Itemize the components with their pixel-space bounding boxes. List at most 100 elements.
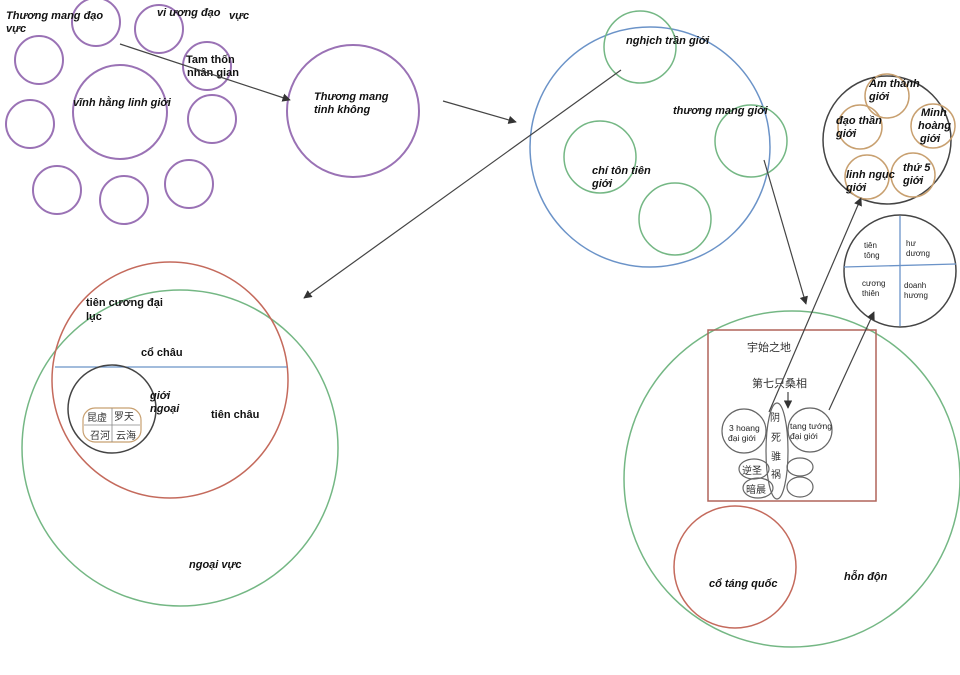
label-thuong-mang-gioi: thương mang giới bbox=[673, 105, 769, 117]
linh-nguc-gioi-circle bbox=[844, 154, 890, 200]
label-zhui: 骓 bbox=[771, 451, 781, 463]
nghich-tran-gioi-circle bbox=[603, 10, 677, 84]
label-co-chau: cổ châu bbox=[141, 347, 183, 359]
label-cuong-thien: thiên bbox=[862, 289, 879, 298]
label-an-chen: 暗晨 bbox=[746, 483, 766, 496]
label-gioi-ngoai: ngoại bbox=[150, 403, 180, 415]
label-minh-hoang-gioi: hoàng bbox=[918, 120, 951, 132]
realm-circle bbox=[99, 175, 149, 225]
thu-5-gioi-circle bbox=[890, 152, 936, 198]
label-doanh-huong: hương bbox=[904, 291, 928, 300]
arrow-dao-vuc-to-tinh-khong bbox=[119, 43, 291, 102]
ngoai-vuc-region: 昆虚 罗天 召河 云海 tiên cương đại lục cổ châu g… bbox=[21, 261, 339, 607]
label-vi-uong-dao-vuc: vi ương đạo bbox=[157, 7, 221, 19]
label-yin: 阴 bbox=[770, 412, 780, 424]
label-vinh-hang-linh-gioi: vĩnh hằng linh giới bbox=[73, 96, 172, 109]
label-doanh-huong: doanh bbox=[904, 281, 926, 290]
blue-realm-circle bbox=[529, 26, 771, 268]
chi-ton-tien-gioi-circle bbox=[563, 120, 637, 194]
label-chi-ton-tien-gioi: giới bbox=[591, 178, 613, 190]
label-thuong-mang-tinh-khong: tinh không bbox=[314, 104, 370, 116]
dao-than-gioi-circle bbox=[837, 104, 883, 150]
realm-circle bbox=[5, 99, 55, 149]
label-yu-shi-zhi-di: 宇始之地 bbox=[747, 340, 791, 354]
label-huo: 祸 bbox=[771, 468, 781, 481]
label-hu-duong: hư bbox=[906, 239, 916, 248]
label-linh-nguc-gioi: linh ngục bbox=[846, 169, 895, 181]
label-thu-5-gioi: giới bbox=[902, 175, 924, 187]
label-zhao-he: 召河 bbox=[90, 430, 110, 442]
realm-circle bbox=[134, 4, 184, 54]
label-ba-hoang-dai-gioi: 3 hoang bbox=[729, 423, 760, 433]
label-nghich-tran-gioi: nghịch trần giới bbox=[626, 35, 710, 47]
label-am-thanh-gioi: Âm thánh bbox=[868, 77, 920, 90]
label-tien-cuong-dai-luc: lục bbox=[86, 311, 102, 323]
gioi-ngoai-circle bbox=[67, 364, 157, 454]
arrow-thuong-mang-gioi-to-hon-don bbox=[763, 159, 808, 305]
arrow-tinh-khong-to-blue-realm bbox=[442, 100, 517, 124]
four-lands-circle bbox=[843, 214, 957, 328]
thuong-mang-dao-vuc-cluster: Thương mang đạo vực vi ương đạo vực Tam … bbox=[5, 0, 249, 225]
label-co-tang-quoc: cổ táng quốc bbox=[709, 578, 777, 590]
center-pillar-ellipse bbox=[765, 402, 789, 500]
am-thanh-gioi-circle bbox=[864, 73, 910, 119]
label-linh-nguc-gioi: giới bbox=[845, 182, 867, 194]
realm-circle bbox=[187, 94, 237, 144]
label-minh-hoang-gioi: giới bbox=[919, 133, 941, 145]
label-tien-tong: tiên bbox=[864, 241, 877, 250]
ba-hoang-dai-gioi-circle bbox=[721, 408, 767, 454]
label-thu-5-gioi: thứ 5 bbox=[903, 162, 931, 174]
vinh-hang-linh-gioi-circle bbox=[72, 64, 168, 160]
tang-tuong-dai-gioi-circle bbox=[787, 407, 833, 453]
ni-sheng-ellipse bbox=[738, 458, 770, 480]
yu-shi-zhi-di-box bbox=[707, 329, 877, 502]
arrow-nghich-tran-to-tien-cuong bbox=[303, 69, 622, 299]
tien-cuong-dai-luc-circle bbox=[51, 261, 289, 499]
label-kun-xu: 昆虚 bbox=[87, 412, 107, 424]
thuong-mang-tinh-khong-circle bbox=[286, 44, 420, 178]
thuong-mang-gioi-region: nghịch trần giới thương mang giới chí tô… bbox=[529, 10, 788, 268]
co-tang-quoc-circle bbox=[673, 505, 797, 629]
minh-hoang-gioi-circle bbox=[910, 103, 956, 149]
label-cuong-thien: cương bbox=[862, 279, 886, 288]
label-thuong-mang-dao-vuc: Thương mang đạo bbox=[6, 10, 103, 22]
label-hon-don: hỗn độn bbox=[844, 570, 888, 583]
label-gioi-ngoai: giới bbox=[149, 390, 171, 402]
realm-circle bbox=[71, 0, 121, 47]
hon-don-region: 宇始之地 第七只桑相 阴 死 骓 祸 逆圣 暗晨 3 hoang đại giớ… bbox=[623, 310, 960, 648]
realm-circle bbox=[32, 165, 82, 215]
label-thuong-mang-tinh-khong: Thương mang bbox=[314, 91, 389, 103]
label-yun-hai: 云海 bbox=[116, 429, 136, 442]
label-ni-sheng: 逆圣 bbox=[742, 464, 762, 477]
label-dao-than-gioi: đạo thần bbox=[836, 115, 882, 127]
realm-ellipse bbox=[786, 476, 814, 498]
realm-circle bbox=[164, 159, 214, 209]
label-tien-cuong-dai-luc: tiên cương đại bbox=[86, 297, 163, 309]
label-dao-than-gioi: giới bbox=[835, 128, 857, 140]
realm-circle bbox=[14, 35, 64, 85]
label-thuong-mang-dao-vuc: vực bbox=[6, 23, 26, 35]
label-tien-chau: tiên châu bbox=[211, 409, 259, 421]
thuong-mang-tinh-khong: Thương mang tinh không bbox=[286, 44, 420, 178]
an-chen-ellipse bbox=[742, 477, 774, 499]
connections bbox=[119, 43, 875, 413]
label-ngoai-vuc: ngoại vực bbox=[189, 559, 241, 571]
label-hu-duong: dương bbox=[906, 249, 930, 258]
label-tang-tuong-dai-gioi: đại giới bbox=[790, 431, 818, 441]
hon-don-circle bbox=[623, 310, 960, 648]
label-luo-tian: 罗天 bbox=[114, 411, 134, 423]
arrow-tang-tuong-to-four-lands bbox=[828, 311, 875, 411]
tam-thon-nhan-gian-circle bbox=[182, 41, 232, 91]
label-ba-hoang-dai-gioi: đại giới bbox=[728, 433, 756, 443]
arrow-center-to-five-realms bbox=[768, 197, 862, 413]
label-tam-thon-nhan-gian: Tam thốn bbox=[186, 54, 235, 66]
label-tang-tuong-dai-gioi: tang tướng bbox=[790, 421, 832, 431]
label-si: 死 bbox=[771, 433, 781, 444]
label-di-qi-zhi-sang-xiang: 第七只桑相 bbox=[752, 376, 807, 390]
label-chi-ton-tien-gioi: chí tôn tiên bbox=[592, 165, 651, 177]
ngoai-vuc-circle bbox=[21, 289, 339, 607]
label-am-thanh-gioi: giới bbox=[868, 91, 890, 103]
realm-circle bbox=[638, 182, 712, 256]
five-realms-region: Âm thánh giới đạo thần giới Minh hoàng g… bbox=[822, 73, 956, 205]
